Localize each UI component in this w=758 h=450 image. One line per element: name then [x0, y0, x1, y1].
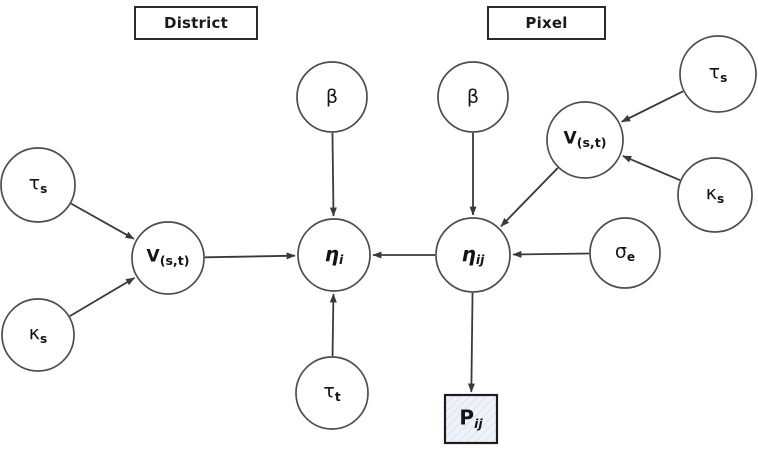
- group-box-label: Pixel: [525, 14, 568, 32]
- edge-kappa-s-left-to-v-st-left: [69, 277, 135, 317]
- group-box-district: District: [134, 6, 258, 40]
- node-eta-i: [297, 218, 371, 292]
- edge-sigma-e-to-eta-ij: [512, 250, 590, 258]
- edge-tau-t-to-eta-i: [329, 293, 337, 357]
- edge-v-st-right-to-eta-ij: [500, 167, 559, 227]
- node-v-st-left: [131, 221, 205, 295]
- node-kappa-s-right: [677, 157, 753, 233]
- node-layer: [0, 35, 757, 445]
- node-eta-ij: [435, 217, 511, 293]
- edge-tau-s-right-to-v-st-right: [621, 90, 684, 123]
- edge-layer: [69, 90, 684, 393]
- edge-tau-s-left-to-v-st-left: [70, 202, 135, 240]
- edge-kappa-s-right-to-v-st-right: [622, 155, 681, 182]
- edge-eta-ij-to-p-ij: [467, 292, 475, 393]
- node-beta-right: [437, 61, 509, 133]
- node-p-ij: [443, 393, 499, 445]
- node-tau-s-left: [0, 147, 76, 223]
- group-box-label: District: [164, 14, 228, 32]
- node-tau-s-right: [679, 35, 757, 113]
- node-beta-left: [296, 61, 368, 133]
- node-v-st-right: [546, 101, 624, 179]
- edge-v-st-left-to-eta-i: [204, 252, 296, 260]
- node-sigma-e: [589, 217, 661, 289]
- node-tau-t: [295, 356, 369, 430]
- group-box-pixel: Pixel: [487, 6, 606, 40]
- edge-beta-left-to-eta-i: [329, 132, 337, 217]
- node-kappa-s-left: [1, 298, 75, 372]
